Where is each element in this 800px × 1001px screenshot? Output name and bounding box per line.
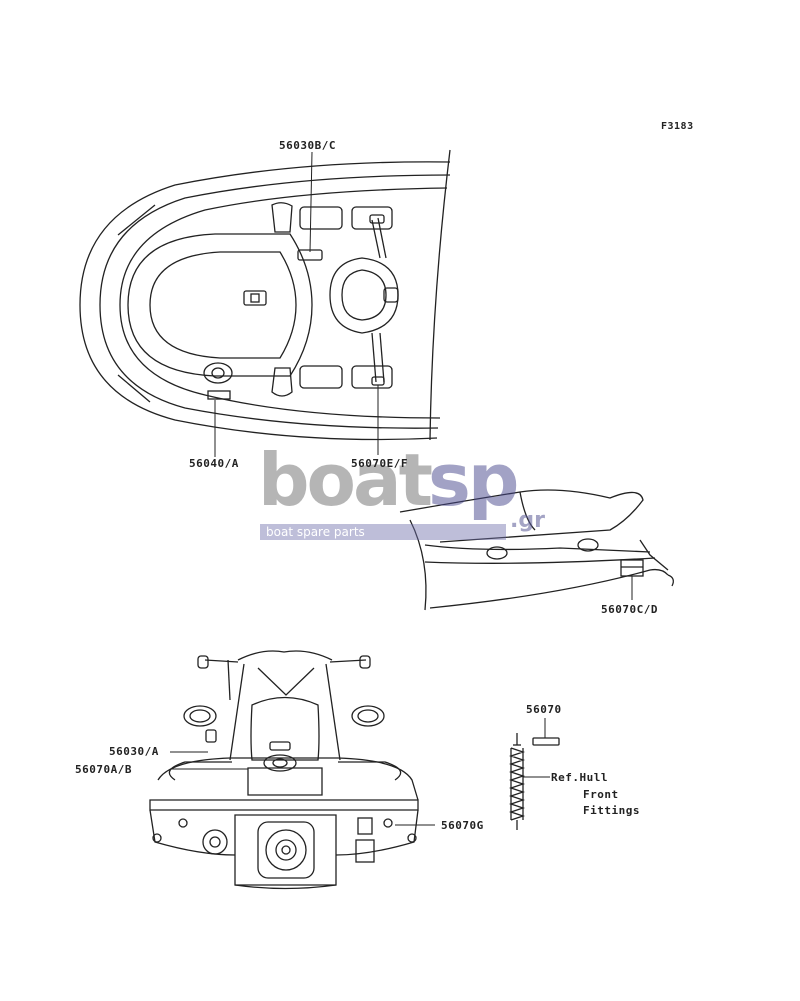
rear-view-pump <box>257 821 315 879</box>
watermark-tagline: boat spare parts <box>260 524 506 540</box>
rear-view-hull <box>149 757 419 890</box>
figure-code: F3183 <box>661 121 694 132</box>
rear-view-upper <box>168 650 402 796</box>
part-label-56070g: 56070G <box>441 819 484 832</box>
part-label-56070: 56070 <box>526 703 562 716</box>
top-view-hull <box>79 149 451 441</box>
part-label-56070ab: 56070A/B <box>75 763 132 776</box>
top-view-handlebar <box>297 214 399 386</box>
part-label-56040a: 56040/A <box>189 457 239 470</box>
part-label-56030a: 56030/A <box>109 745 159 758</box>
part-label-56030bc: 56030B/C <box>279 139 336 152</box>
part-label-56070ef: 56070E/F <box>351 457 408 470</box>
part-label-56070cd: 56070C/D <box>601 603 658 616</box>
ref-hull-label-front: Front <box>583 788 619 801</box>
side-view-seat <box>399 489 674 611</box>
top-view-seat <box>127 233 313 377</box>
watermark-domain: .gr <box>510 508 545 533</box>
top-view-fuel-cap <box>203 362 233 400</box>
watermark-logo: boat <box>258 438 433 522</box>
ref-hull-label-fittings: Fittings <box>583 804 640 817</box>
ref-hull-label: Ref.Hull <box>551 771 608 784</box>
top-view-deck <box>271 202 393 397</box>
front-fitting-spring <box>508 733 560 830</box>
leader-lines <box>170 151 633 826</box>
watermark-logo-accent: sp <box>428 438 519 522</box>
